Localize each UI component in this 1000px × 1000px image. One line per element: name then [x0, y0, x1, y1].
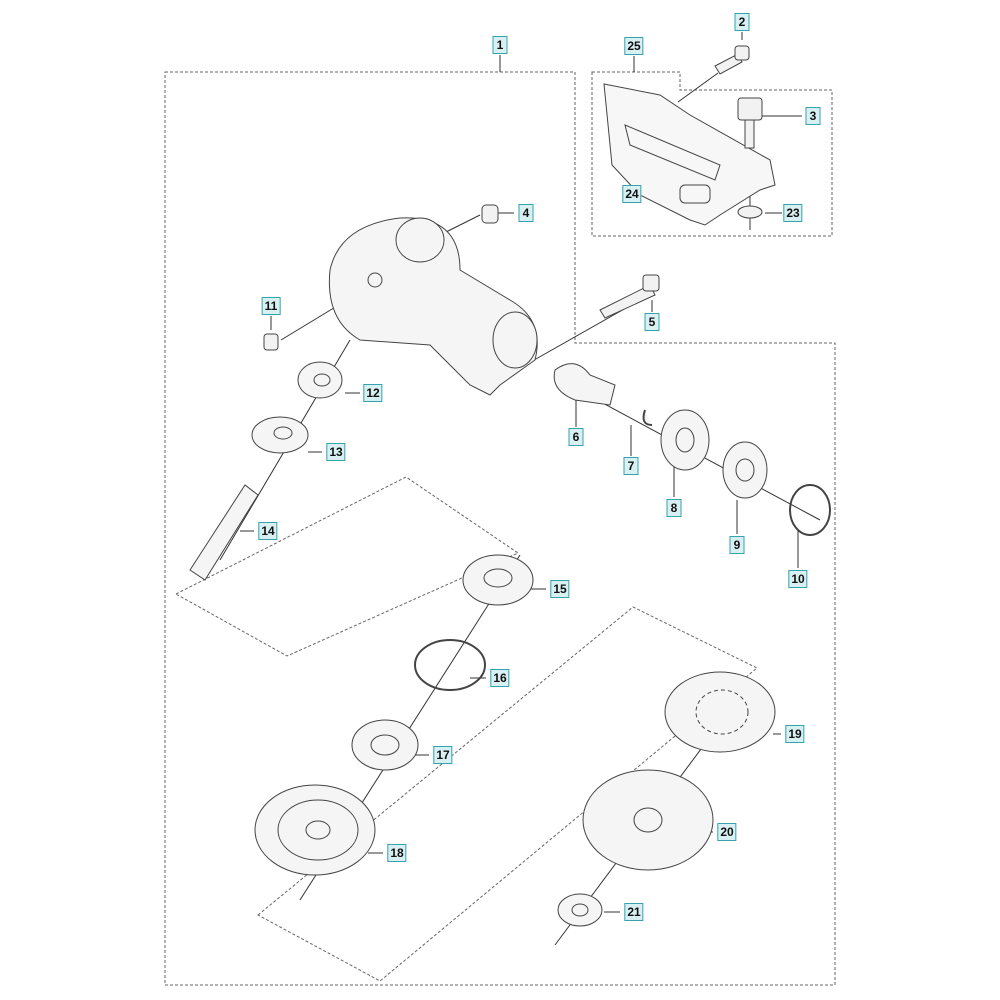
callout-18[interactable]: 18 [387, 844, 407, 862]
callout-9[interactable]: 9 [729, 536, 745, 554]
callout-21[interactable]: 21 [624, 903, 644, 921]
gear-housing [328, 217, 538, 396]
bearings-and-washers [189, 361, 831, 927]
callout-5[interactable]: 5 [644, 313, 660, 331]
dashed-group-boxes [164, 71, 836, 986]
guard-part-24-25 [603, 83, 776, 226]
small-parts-top [263, 45, 763, 351]
callout-25[interactable]: 25 [624, 37, 644, 55]
callout-14[interactable]: 14 [258, 522, 278, 540]
callout-13[interactable]: 13 [326, 443, 346, 461]
callout-11[interactable]: 11 [261, 297, 281, 315]
callout-8[interactable]: 8 [666, 499, 682, 517]
callout-19[interactable]: 19 [785, 725, 805, 743]
callout-24[interactable]: 24 [622, 185, 642, 203]
callout-15[interactable]: 15 [550, 580, 570, 598]
callout-6[interactable]: 6 [568, 428, 584, 446]
callout-3[interactable]: 3 [805, 107, 821, 125]
callout-16[interactable]: 16 [490, 669, 510, 687]
callout-17[interactable]: 17 [433, 746, 453, 764]
callout-1[interactable]: 1 [492, 36, 508, 54]
callout-2[interactable]: 2 [734, 13, 750, 31]
callout-20[interactable]: 20 [717, 823, 737, 841]
callout-10[interactable]: 10 [788, 570, 808, 588]
callout-23[interactable]: 23 [783, 204, 803, 222]
callout-4[interactable]: 4 [518, 204, 534, 222]
callout-7[interactable]: 7 [623, 457, 639, 475]
callout-12[interactable]: 12 [363, 384, 383, 402]
